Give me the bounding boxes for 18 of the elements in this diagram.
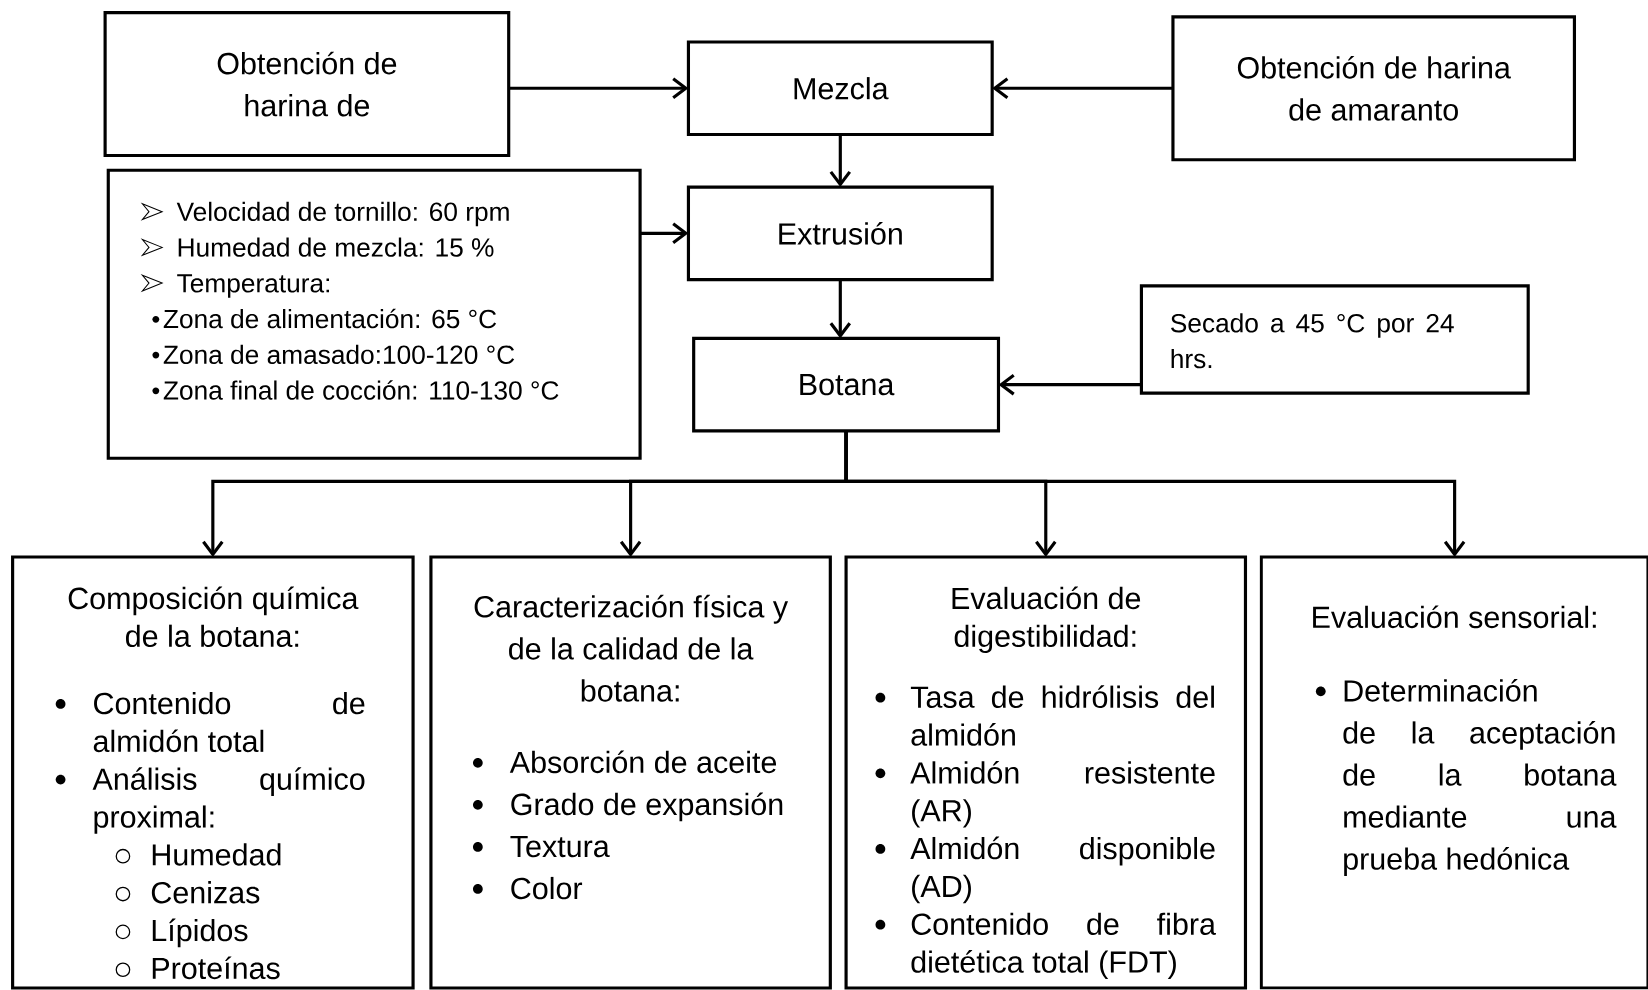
arrow [829, 134, 851, 188]
arrow [508, 77, 689, 99]
arrow [844, 430, 1466, 558]
process-box: Mezcla [686, 40, 994, 137]
process-box: Obtención de harina de amaranto [1171, 15, 1576, 162]
process-box: Secado a 45 °C por 24 hrs. [1139, 284, 1530, 395]
arrow [992, 77, 1173, 99]
arrow [829, 279, 851, 339]
process-box: Composición química de la botana: Contenido de almidón total Análisis químico proximal: Humedad Cenizas Lípidos Proteínas [11, 555, 415, 990]
process-box: Botana [692, 336, 1001, 433]
process-box: Evaluación sensorial: Determinación de la aceptación de la botana mediante una prueba hedónica [1259, 555, 1648, 990]
arrow [640, 222, 689, 245]
process-box: Obtención de harina de [103, 11, 511, 158]
process-box: Extrusión [686, 185, 994, 282]
process-box: Evaluación de digestibilidad: Tasa de hidrólisis del almidón Almidón resistente (AR) Almidón disponible (AD) Contenido de fibra dietética total (FDT) [844, 555, 1248, 990]
arrow [998, 373, 1142, 396]
process-box: Caracterización física y de la calidad de la botana: Absorción de aceite Grado de expansión Textura Color [429, 555, 832, 990]
process-box: Velocidad de tornillo: 60 rpm Humedad de mezcla: 15 % Temperatura: Zona de alimentación: 65 °C Zona de amasado:100-120 °C Zona final de cocción: 110-130 °C [106, 168, 642, 460]
